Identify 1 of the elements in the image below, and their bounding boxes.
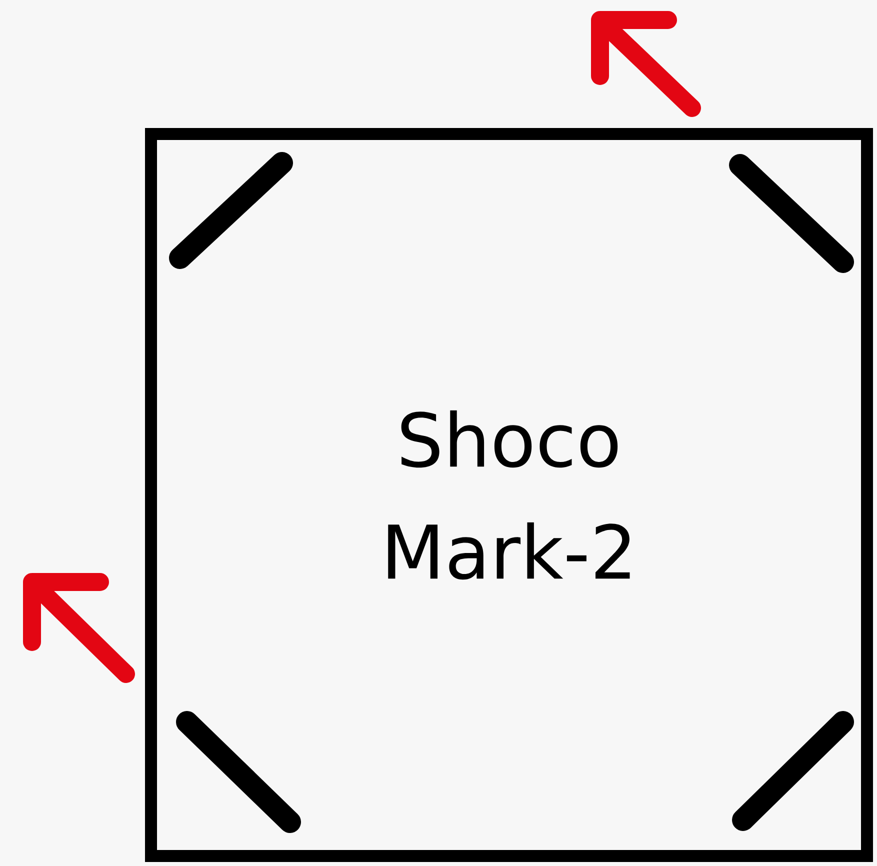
square-box: Shoco Mark-2	[145, 128, 873, 862]
